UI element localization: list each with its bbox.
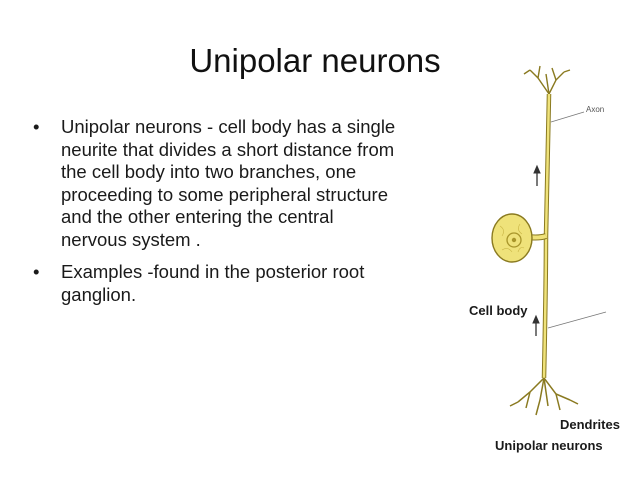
axon-label: Axon (586, 105, 604, 114)
cell-body (491, 213, 533, 263)
bullet-text: Unipolar neurons - cell body has a singl… (61, 116, 396, 250)
peripheral-pointer-line (547, 311, 607, 329)
bullet-dot: • (33, 261, 40, 282)
bullet-item: • Unipolar neurons - cell body has a sin… (33, 116, 403, 251)
direction-arrow-upper (533, 164, 541, 186)
dendrite-branches (509, 377, 579, 416)
slide-title: Unipolar neurons (189, 42, 441, 79)
bullet-item: • Examples -found in the posterior root … (33, 261, 403, 306)
bullet-text: Examples -found in the posterior root ga… (61, 261, 365, 305)
axon-pointer-line (550, 111, 585, 123)
nucleus (506, 232, 522, 248)
bullet-dot: • (33, 116, 40, 137)
dendrites-label: Dendrites (560, 417, 620, 432)
cell-body-texture (499, 223, 525, 253)
cell-body-label: Cell body (469, 303, 528, 318)
central-terminal-branches (523, 65, 571, 95)
unipolar-neuron-diagram: Axon (491, 65, 607, 416)
diagram-caption: Unipolar neurons (495, 438, 603, 453)
bullet-list: • Unipolar neurons - cell body has a sin… (33, 116, 403, 316)
direction-arrow-lower (532, 314, 540, 336)
